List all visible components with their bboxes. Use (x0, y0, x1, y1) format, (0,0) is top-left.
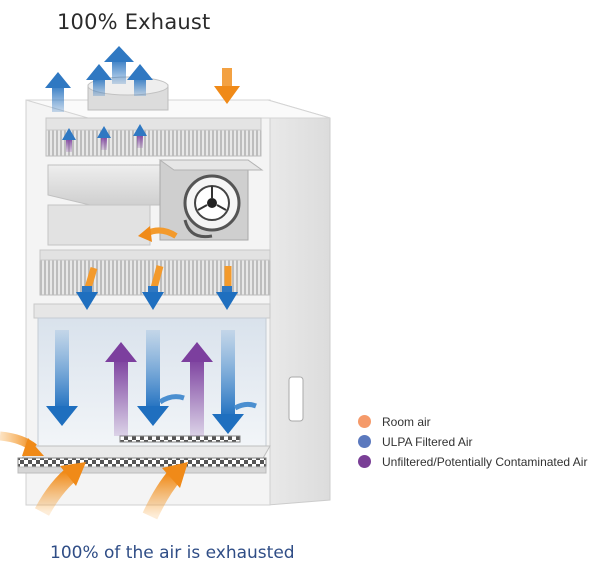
legend-label: Unfiltered/Potentially Contaminated Air (382, 454, 588, 469)
workzone-blue-arrow-2 (137, 330, 185, 426)
side-latch (288, 376, 304, 422)
plenum-duct (47, 164, 163, 206)
exhaust-filter-frame (45, 117, 262, 131)
downflow-arrow-1 (76, 266, 98, 310)
room-air-dot-icon (358, 415, 371, 428)
blower-housing-top (158, 159, 264, 171)
legend: Room air ULPA Filtered Air Unfiltered/Po… (358, 412, 587, 472)
filter-up-arrow-1 (62, 128, 76, 152)
filter-up-arrow-2 (97, 126, 111, 150)
filter-up-arrow-3 (133, 124, 147, 148)
ulpa-filtered-air-dot-icon (358, 435, 371, 448)
contaminated-air-dot-icon (358, 455, 371, 468)
downflow-arrow-3 (216, 266, 238, 310)
exhaust-arrow-center-left (86, 64, 112, 96)
workzone-purple-arrow-1 (105, 342, 137, 436)
room-air-intake-bottom-left (34, 462, 86, 516)
workzone-blue-arrow-1 (46, 330, 78, 426)
legend-item-room-air: Room air (358, 412, 587, 431)
supply-filter-frame (39, 249, 271, 261)
front-lip (17, 466, 267, 474)
exhaust-arrow-left (45, 72, 71, 112)
downflow-arrow-2 (142, 265, 164, 310)
page-title: 100% Exhaust (57, 10, 211, 34)
room-air-arrow-top (214, 68, 240, 104)
exhaust-arrow-center (104, 46, 134, 84)
exhaust-collar-rim (87, 76, 169, 96)
blower-fan-icon (183, 174, 241, 239)
rear-grille (119, 435, 241, 443)
workzone-purple-arrow-2 (181, 342, 213, 436)
exhaust-arrow-right (127, 64, 153, 96)
recirculation-arrow-head (138, 226, 152, 242)
legend-item-contaminated-air: Unfiltered/Potentially Contaminated Air (358, 452, 587, 471)
exhaust-filter (45, 127, 262, 157)
legend-label: Room air (382, 414, 431, 429)
workzone-blue-arrow-3 (212, 330, 257, 434)
legend-label: ULPA Filtered Air (382, 434, 473, 449)
legend-item-ulpa-filtered-air: ULPA Filtered Air (358, 432, 587, 451)
caption: 100% of the air is exhausted (50, 543, 295, 563)
cabinet-side-panel (267, 99, 331, 506)
room-air-intake-left (0, 431, 44, 456)
room-air-intake-bottom-right (142, 462, 188, 520)
plenum-lower (47, 204, 151, 246)
